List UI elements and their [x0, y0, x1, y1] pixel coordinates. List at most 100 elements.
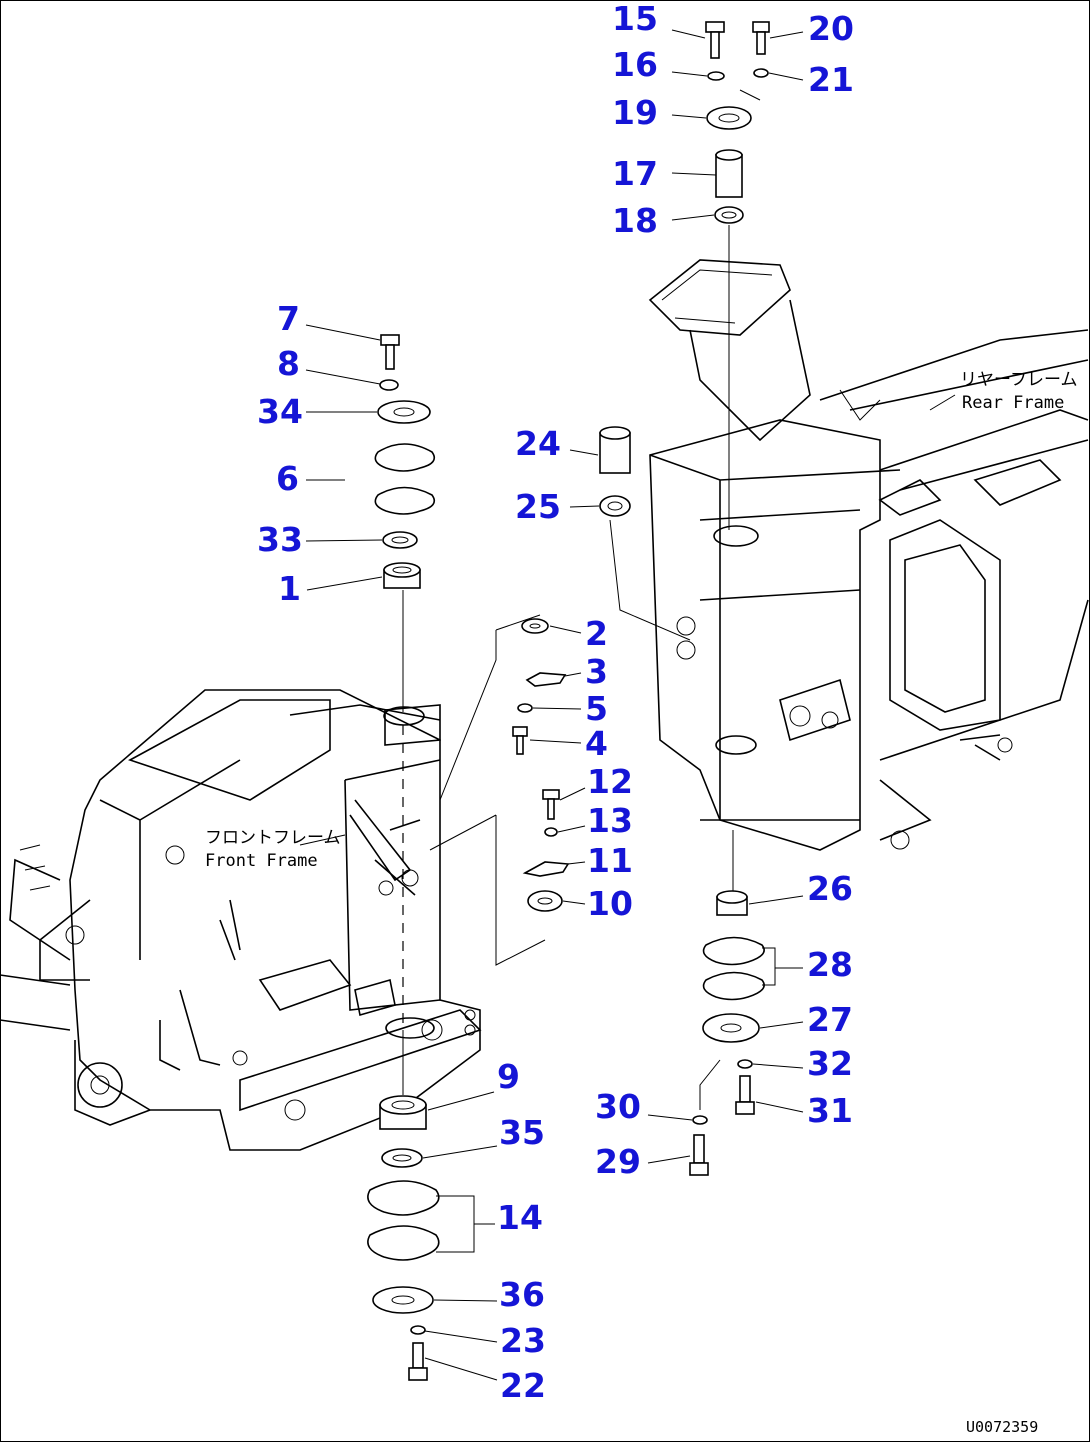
part-20-bolt [752, 21, 770, 55]
callout-21: 21 [808, 60, 854, 99]
callout-35: 35 [499, 1113, 545, 1152]
leader-line-22 [424, 1357, 498, 1381]
leader-line-9 [427, 1091, 495, 1111]
part-21-washer [753, 68, 769, 78]
part-14-shim [367, 1180, 440, 1261]
part-23-washer [410, 1325, 426, 1335]
callout-10: 10 [587, 884, 633, 923]
part-2-seal [521, 618, 549, 634]
leader-line-15 [671, 29, 706, 39]
leader-line-11 [567, 861, 586, 865]
callout-17: 17 [612, 154, 658, 193]
rear-frame-label-jp: リヤーフレーム [960, 370, 1077, 390]
leader-line-36 [433, 1299, 498, 1302]
leader-line-23 [424, 1330, 498, 1343]
part-11-plate [522, 861, 570, 877]
leader-line-25 [569, 505, 600, 508]
loose-parts [367, 21, 770, 1381]
leader-line-1 [306, 576, 383, 591]
leader-line-14 [436, 1195, 495, 1253]
callout-7: 7 [277, 299, 300, 338]
leader-line-2 [549, 625, 582, 634]
leader-line-4 [529, 739, 582, 744]
leader-line-27 [759, 1021, 804, 1029]
part-35-seal [381, 1148, 423, 1168]
callout-23: 23 [500, 1321, 546, 1360]
leader-line-19 [671, 114, 707, 119]
callout-1: 1 [278, 569, 301, 608]
leader-line-8 [305, 369, 381, 385]
part-7-bolt [380, 334, 400, 370]
part-27-plate [702, 1013, 760, 1043]
leader-line-26 [748, 895, 804, 905]
callout-5: 5 [585, 689, 608, 728]
callout-3: 3 [585, 652, 608, 691]
callout-20: 20 [808, 9, 854, 48]
callout-13: 13 [587, 801, 633, 840]
callout-19: 19 [612, 93, 658, 132]
part-30-washer [692, 1115, 708, 1125]
callout-12: 12 [587, 762, 633, 801]
part-31-bolt [735, 1075, 755, 1115]
part-16-washer [707, 71, 725, 81]
part-6-shim [374, 443, 436, 515]
leader-line-20 [769, 31, 804, 39]
part-26-bushing [716, 890, 748, 916]
callout-numbers: 1234567891011121314151617181920212223242… [257, 0, 854, 1405]
callout-4: 4 [585, 724, 608, 763]
rear-frame-label-en: Rear Frame [962, 393, 1064, 413]
callout-32: 32 [807, 1044, 853, 1083]
part-17-pin [715, 149, 743, 198]
callout-26: 26 [807, 869, 853, 908]
leader-line-17 [671, 172, 717, 176]
callout-2: 2 [585, 614, 608, 653]
part-8-washer [379, 379, 399, 391]
front-frame-label-en: Front Frame [205, 851, 318, 871]
front-frame-drawing [0, 689, 482, 1151]
callout-30: 30 [595, 1087, 641, 1126]
part-19-cap [706, 106, 752, 130]
leader-line-24 [569, 449, 599, 456]
callout-36: 36 [499, 1275, 545, 1314]
front-frame-label-jp: フロントフレーム [205, 828, 341, 848]
leader-line-28 [762, 947, 803, 986]
callout-6: 6 [276, 459, 299, 498]
callout-29: 29 [595, 1142, 641, 1181]
part-15-bolt [705, 21, 725, 59]
callout-31: 31 [807, 1091, 853, 1130]
leader-line-16 [671, 71, 708, 77]
callout-leaders [305, 29, 804, 1381]
part-28-shim [702, 936, 765, 1001]
callout-28: 28 [807, 945, 853, 984]
leader-line-33 [305, 539, 383, 542]
leader-line-30 [647, 1114, 693, 1121]
callout-33: 33 [257, 520, 303, 559]
callout-34: 34 [257, 392, 303, 431]
callout-11: 11 [587, 841, 633, 880]
leader-line-21 [768, 72, 804, 81]
part-32-washer [737, 1059, 753, 1069]
part-18-ring [714, 206, 744, 224]
part-22-bolt [408, 1342, 428, 1381]
part-4-bolt [512, 726, 528, 755]
callout-15: 15 [612, 0, 658, 38]
leader-line-10 [562, 900, 586, 905]
callout-16: 16 [612, 45, 658, 84]
leader-line-29 [647, 1155, 691, 1164]
leader-line-3 [564, 672, 582, 677]
leader-line-32 [752, 1063, 804, 1069]
callout-25: 25 [515, 487, 561, 526]
part-5-washer [517, 703, 533, 713]
part-3-plate [525, 672, 567, 687]
part-12-bolt [542, 789, 560, 820]
part-13-washer [544, 827, 558, 837]
part-33-seal [382, 531, 418, 549]
part-25-seal [599, 495, 631, 517]
part-10-seal [527, 890, 563, 912]
leader-line-5 [532, 707, 582, 710]
part-24-bushing [599, 426, 631, 474]
rear-frame-drawing [648, 259, 1089, 851]
callout-27: 27 [807, 1000, 853, 1039]
